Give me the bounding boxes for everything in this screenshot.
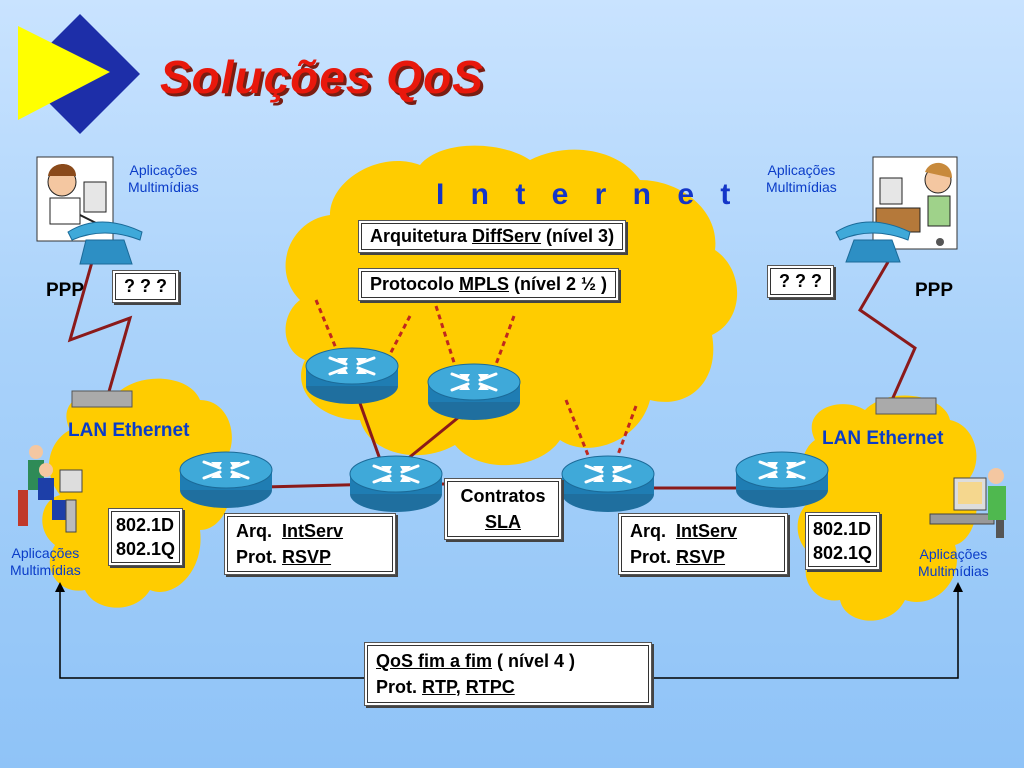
diffserv-link[interactable]: DiffServ: [472, 226, 542, 246]
router-icon: [426, 362, 522, 422]
right-intserv-box: Arq. IntServ Prot. RSVP: [618, 513, 788, 575]
proto-prefix: Protocolo: [370, 274, 459, 294]
left-lan-cloud: [42, 378, 232, 608]
right-switch: [875, 397, 937, 415]
left-intserv-link[interactable]: IntServ: [282, 521, 344, 541]
right-ppp-label: PPP: [915, 280, 954, 301]
internet-label: I n t e r n e t: [436, 178, 740, 211]
left-question-box: ? ? ?: [112, 270, 179, 303]
router-icon: [348, 454, 444, 514]
right-intserv-link[interactable]: IntServ: [676, 521, 738, 541]
proto-suffix: (nível 2 ½ ): [509, 274, 608, 294]
left-switch: [71, 390, 133, 408]
left-lan-label: LAN Ethernet: [68, 420, 190, 441]
yellow-triangle-logo: [18, 26, 110, 120]
rtpc-link[interactable]: RTPC: [465, 677, 515, 697]
router-icon: [178, 450, 274, 510]
end-to-end-box: QoS fim a fim ( nível 4 ) Prot. RTP, RTP…: [364, 642, 652, 706]
right-rsvp-link[interactable]: RSVP: [676, 547, 726, 567]
page-title: Soluções QoS: [160, 51, 484, 103]
right-question-box: ? ? ?: [767, 265, 834, 298]
sla-link[interactable]: SLA: [485, 512, 521, 532]
left-intserv-box: Arq. IntServ Prot. RSVP: [224, 513, 396, 575]
qos-end-to-end-link[interactable]: QoS fim a fim: [376, 651, 493, 671]
person-at-computer-icon: [36, 156, 114, 242]
left-rsvp-link[interactable]: RSVP: [282, 547, 332, 567]
arch-prefix: Arquitetura: [370, 226, 473, 246]
router-icon: [560, 454, 656, 514]
mpls-link[interactable]: MPLS: [459, 274, 510, 294]
right-lan-label: LAN Ethernet: [822, 428, 944, 449]
sla-box: Contratos SLA: [444, 478, 562, 540]
architecture-box: Arquitetura DiffServ (nível 3): [358, 220, 627, 253]
telephone-icon: [67, 221, 143, 265]
person-at-computer-icon: [18, 445, 83, 533]
arch-suffix: (nível 3): [541, 226, 615, 246]
person-at-computer-icon: [872, 156, 958, 250]
left-ppp-label: PPP: [46, 280, 85, 301]
router-icon: [734, 450, 830, 510]
person-at-computer-icon: [929, 468, 1006, 538]
router-icon: [304, 346, 400, 406]
telephone-icon: [835, 221, 911, 263]
protocol-box: Protocolo MPLS (nível 2 ½ ): [358, 268, 620, 301]
rtp-link[interactable]: RTP: [422, 677, 456, 697]
